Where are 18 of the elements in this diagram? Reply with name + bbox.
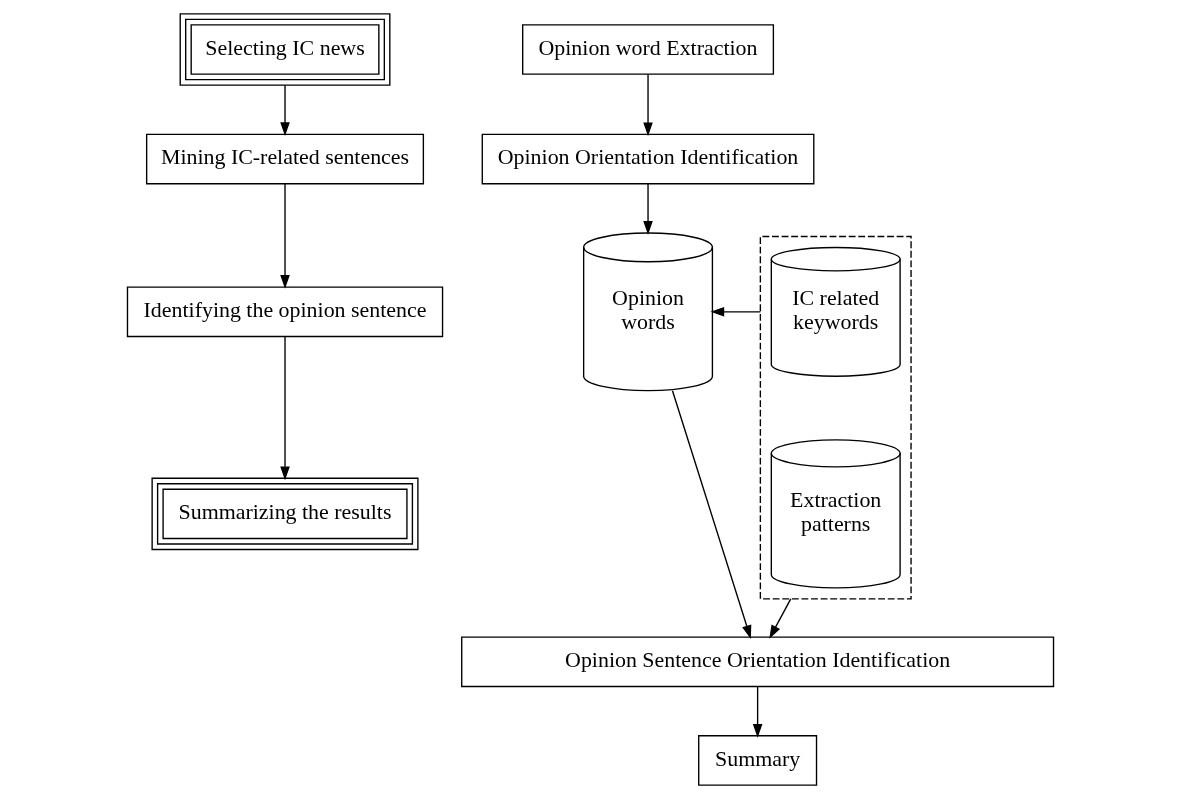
node-box: Summarizing the results bbox=[151, 477, 419, 551]
node-box: Mining IC-related sentences bbox=[145, 133, 425, 185]
arrow bbox=[710, 307, 762, 317]
node-box: Selecting IC news bbox=[179, 13, 391, 86]
node-box: Opinion Sentence Orientation Identification bbox=[461, 636, 1055, 688]
arrow bbox=[280, 336, 290, 481]
node-box: Opinion word Extraction bbox=[522, 24, 775, 75]
node-box: Summary bbox=[698, 735, 818, 786]
arrow bbox=[643, 183, 653, 235]
arrow bbox=[769, 598, 792, 639]
arrow bbox=[671, 390, 752, 639]
arrow bbox=[280, 183, 290, 289]
node-box: Opinion Orientation Identification bbox=[481, 133, 815, 185]
node-box: Identifying the opinion sentence bbox=[126, 286, 444, 338]
cluster bbox=[759, 235, 912, 600]
arrow bbox=[643, 73, 653, 137]
arrow bbox=[280, 84, 290, 136]
arrow bbox=[752, 686, 763, 738]
